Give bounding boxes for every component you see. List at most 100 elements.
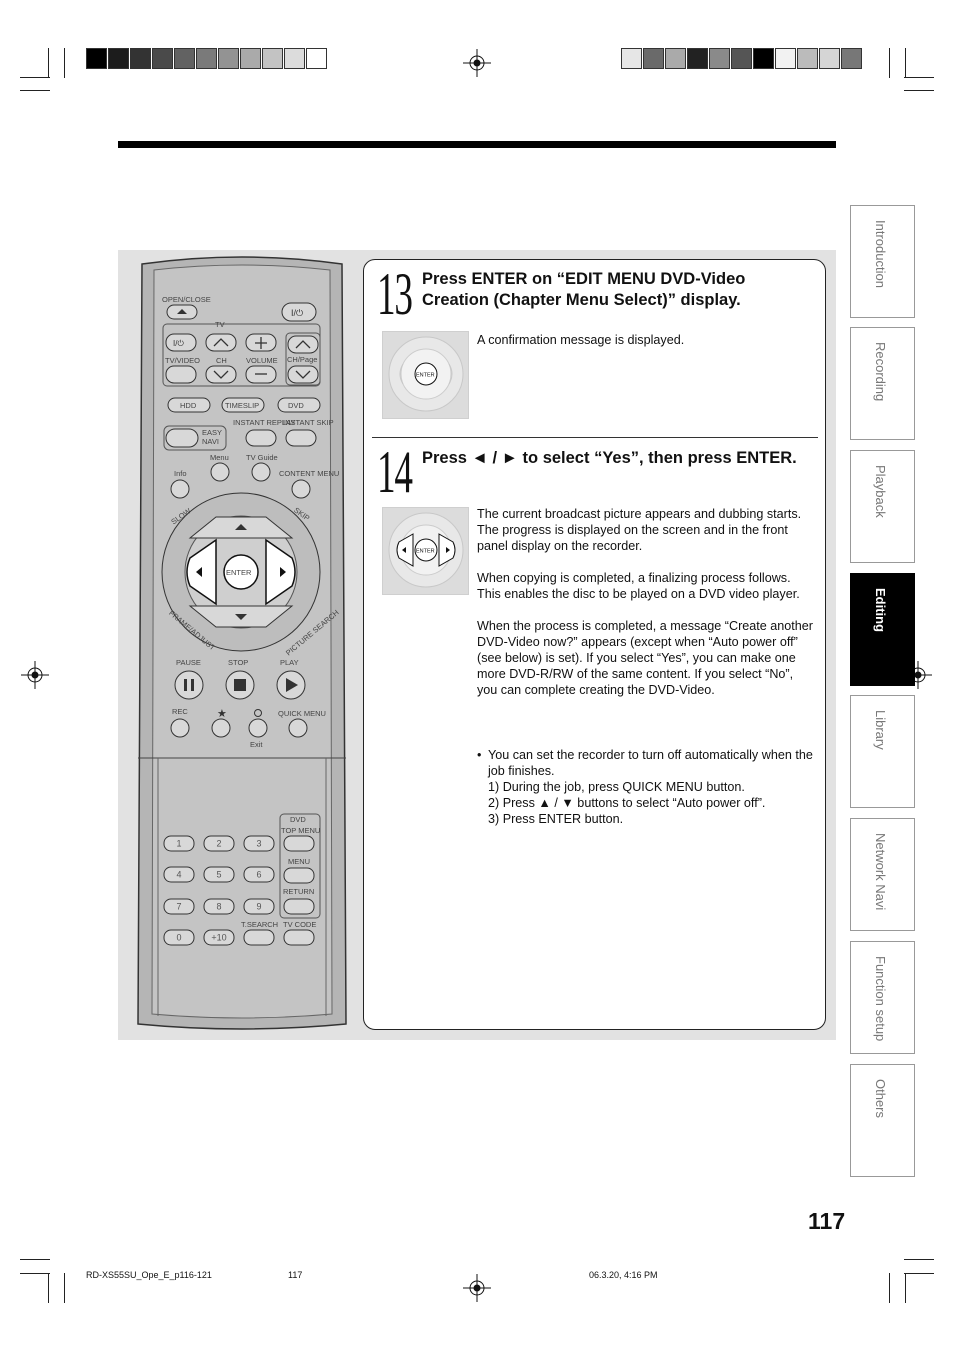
tab-recording[interactable]: Recording xyxy=(850,327,915,440)
crop-mark xyxy=(64,1273,65,1303)
digit-key-label: 2 xyxy=(216,839,221,849)
gray-swatch xyxy=(753,48,774,69)
sub-step: 2) Press ▲ / ▼ buttons to select “Auto p… xyxy=(488,796,766,810)
step-14-enter-label: ENTER xyxy=(416,549,435,555)
svg-text:I/⏻: I/⏻ xyxy=(291,308,303,318)
gray-swatch xyxy=(196,48,217,69)
gray-swatch xyxy=(86,48,107,69)
digit-key xyxy=(243,866,275,883)
crop-mark xyxy=(48,1273,49,1303)
step-14-arrow-illustration: ENTER xyxy=(382,507,469,595)
gray-swatch xyxy=(240,48,261,69)
step-14-heading: Press ◄ / ► to select “Yes”, then press … xyxy=(422,449,797,467)
digit-key-label: 4 xyxy=(176,870,181,880)
svg-text:I/⏻: I/⏻ xyxy=(173,339,184,348)
header-rule xyxy=(118,141,836,148)
step-13-enter-label: ENTER xyxy=(416,373,435,379)
digit-key-label: 8 xyxy=(216,902,221,912)
step-13-number: 13 xyxy=(377,261,413,327)
svg-text:TV CODE: TV CODE xyxy=(283,920,316,929)
digit-key-label: 5 xyxy=(216,870,221,880)
crop-mark xyxy=(905,48,906,78)
svg-text:TV/VIDEO: TV/VIDEO xyxy=(165,356,200,365)
crop-mark xyxy=(20,90,50,91)
gray-swatch xyxy=(797,48,818,69)
crop-mark xyxy=(20,1273,50,1274)
gray-swatch xyxy=(130,48,151,69)
tab-playback[interactable]: Playback xyxy=(850,450,915,563)
gray-swatch xyxy=(687,48,708,69)
svg-text:REC: REC xyxy=(172,707,188,716)
svg-text:MENU: MENU xyxy=(288,857,310,866)
svg-text:PAUSE: PAUSE xyxy=(176,658,201,667)
crop-mark xyxy=(20,1259,50,1260)
svg-text:TOP MENU: TOP MENU xyxy=(281,826,320,835)
crop-mark xyxy=(64,48,65,78)
svg-text:VOLUME: VOLUME xyxy=(246,356,278,365)
footer-page: 117 xyxy=(288,1270,303,1280)
sub-step: 1) During the job, press QUICK MENU butt… xyxy=(488,780,745,794)
crop-mark xyxy=(904,1273,934,1274)
svg-text:TIMESLIP: TIMESLIP xyxy=(225,401,259,410)
svg-text:RETURN: RETURN xyxy=(283,887,314,896)
step-14-paragraph: When copying is completed, a finalizing … xyxy=(477,571,800,601)
tab-editing[interactable]: Editing xyxy=(850,573,915,686)
step-14-number: 14 xyxy=(377,439,413,505)
gray-swatch xyxy=(775,48,796,69)
svg-text:T.SEARCH: T.SEARCH xyxy=(241,920,278,929)
svg-text:QUICK MENU: QUICK MENU xyxy=(278,709,326,718)
crop-mark xyxy=(904,1259,934,1260)
footer-timestamp: 06.3.20, 4:16 PM xyxy=(589,1270,658,1280)
gray-swatch xyxy=(709,48,730,69)
digit-key xyxy=(203,866,235,883)
svg-text:PLAY: PLAY xyxy=(280,658,299,667)
tv-power-icon xyxy=(165,333,197,352)
svg-text:DVD: DVD xyxy=(288,401,304,410)
digit-key xyxy=(203,929,235,946)
registration-mark-icon xyxy=(21,661,49,689)
digit-key xyxy=(243,835,275,852)
crop-mark xyxy=(889,48,890,78)
digit-key-label: +10 xyxy=(211,933,226,943)
sub-step: 3) Press ENTER button. xyxy=(488,812,624,826)
registration-mark-icon xyxy=(463,1274,491,1302)
gray-swatch xyxy=(108,48,129,69)
remote-open-close-label: OPEN/CLOSE xyxy=(162,295,211,304)
digit-key-label: 0 xyxy=(176,933,181,943)
crop-mark xyxy=(904,77,934,78)
svg-text:CH/Page: CH/Page xyxy=(287,355,317,364)
auto-power-note: You can set the recorder to turn off aut… xyxy=(488,748,813,778)
tab-library[interactable]: Library xyxy=(850,695,915,808)
page-number: 117 xyxy=(808,1208,846,1234)
gray-swatch xyxy=(152,48,173,69)
svg-text:Info: Info xyxy=(174,469,187,478)
gray-swatch xyxy=(621,48,642,69)
step-13-enter-illustration: ENTER xyxy=(382,331,469,419)
gray-swatch xyxy=(306,48,327,69)
gray-swatch xyxy=(841,48,862,69)
tab-introduction[interactable]: Introduction xyxy=(850,205,915,318)
gray-swatch xyxy=(643,48,664,69)
gray-swatch xyxy=(262,48,283,69)
step-14-body: The current broadcast picture appears an… xyxy=(477,506,815,714)
crop-mark xyxy=(905,1273,906,1303)
svg-text:Menu: Menu xyxy=(210,453,229,462)
digit-key xyxy=(163,929,195,946)
step-13-heading-line1: Press ENTER on “EDIT MENU DVD-Video xyxy=(422,270,746,288)
svg-text:INSTANT REPLAY: INSTANT REPLAY xyxy=(233,418,296,427)
footer-filename: RD-XS55SU_Ope_E_p116-121 xyxy=(86,1270,212,1280)
digit-key-label: 3 xyxy=(256,839,261,849)
svg-text:CH: CH xyxy=(216,356,227,365)
crop-mark xyxy=(904,90,934,91)
tab-others[interactable]: Others xyxy=(850,1064,915,1177)
step-13-heading-line2: Creation (Chapter Menu Select)” display. xyxy=(422,291,741,309)
svg-text:HDD: HDD xyxy=(180,401,197,410)
digit-key xyxy=(243,898,275,915)
crop-mark xyxy=(20,77,50,78)
tab-network-navi[interactable]: Network Navi xyxy=(850,818,915,931)
svg-text:INSTANT SKIP: INSTANT SKIP xyxy=(283,418,334,427)
digit-key xyxy=(203,835,235,852)
tab-function-setup[interactable]: Function setup xyxy=(850,941,915,1054)
digit-key xyxy=(163,898,195,915)
digit-key-label: 6 xyxy=(256,870,261,880)
